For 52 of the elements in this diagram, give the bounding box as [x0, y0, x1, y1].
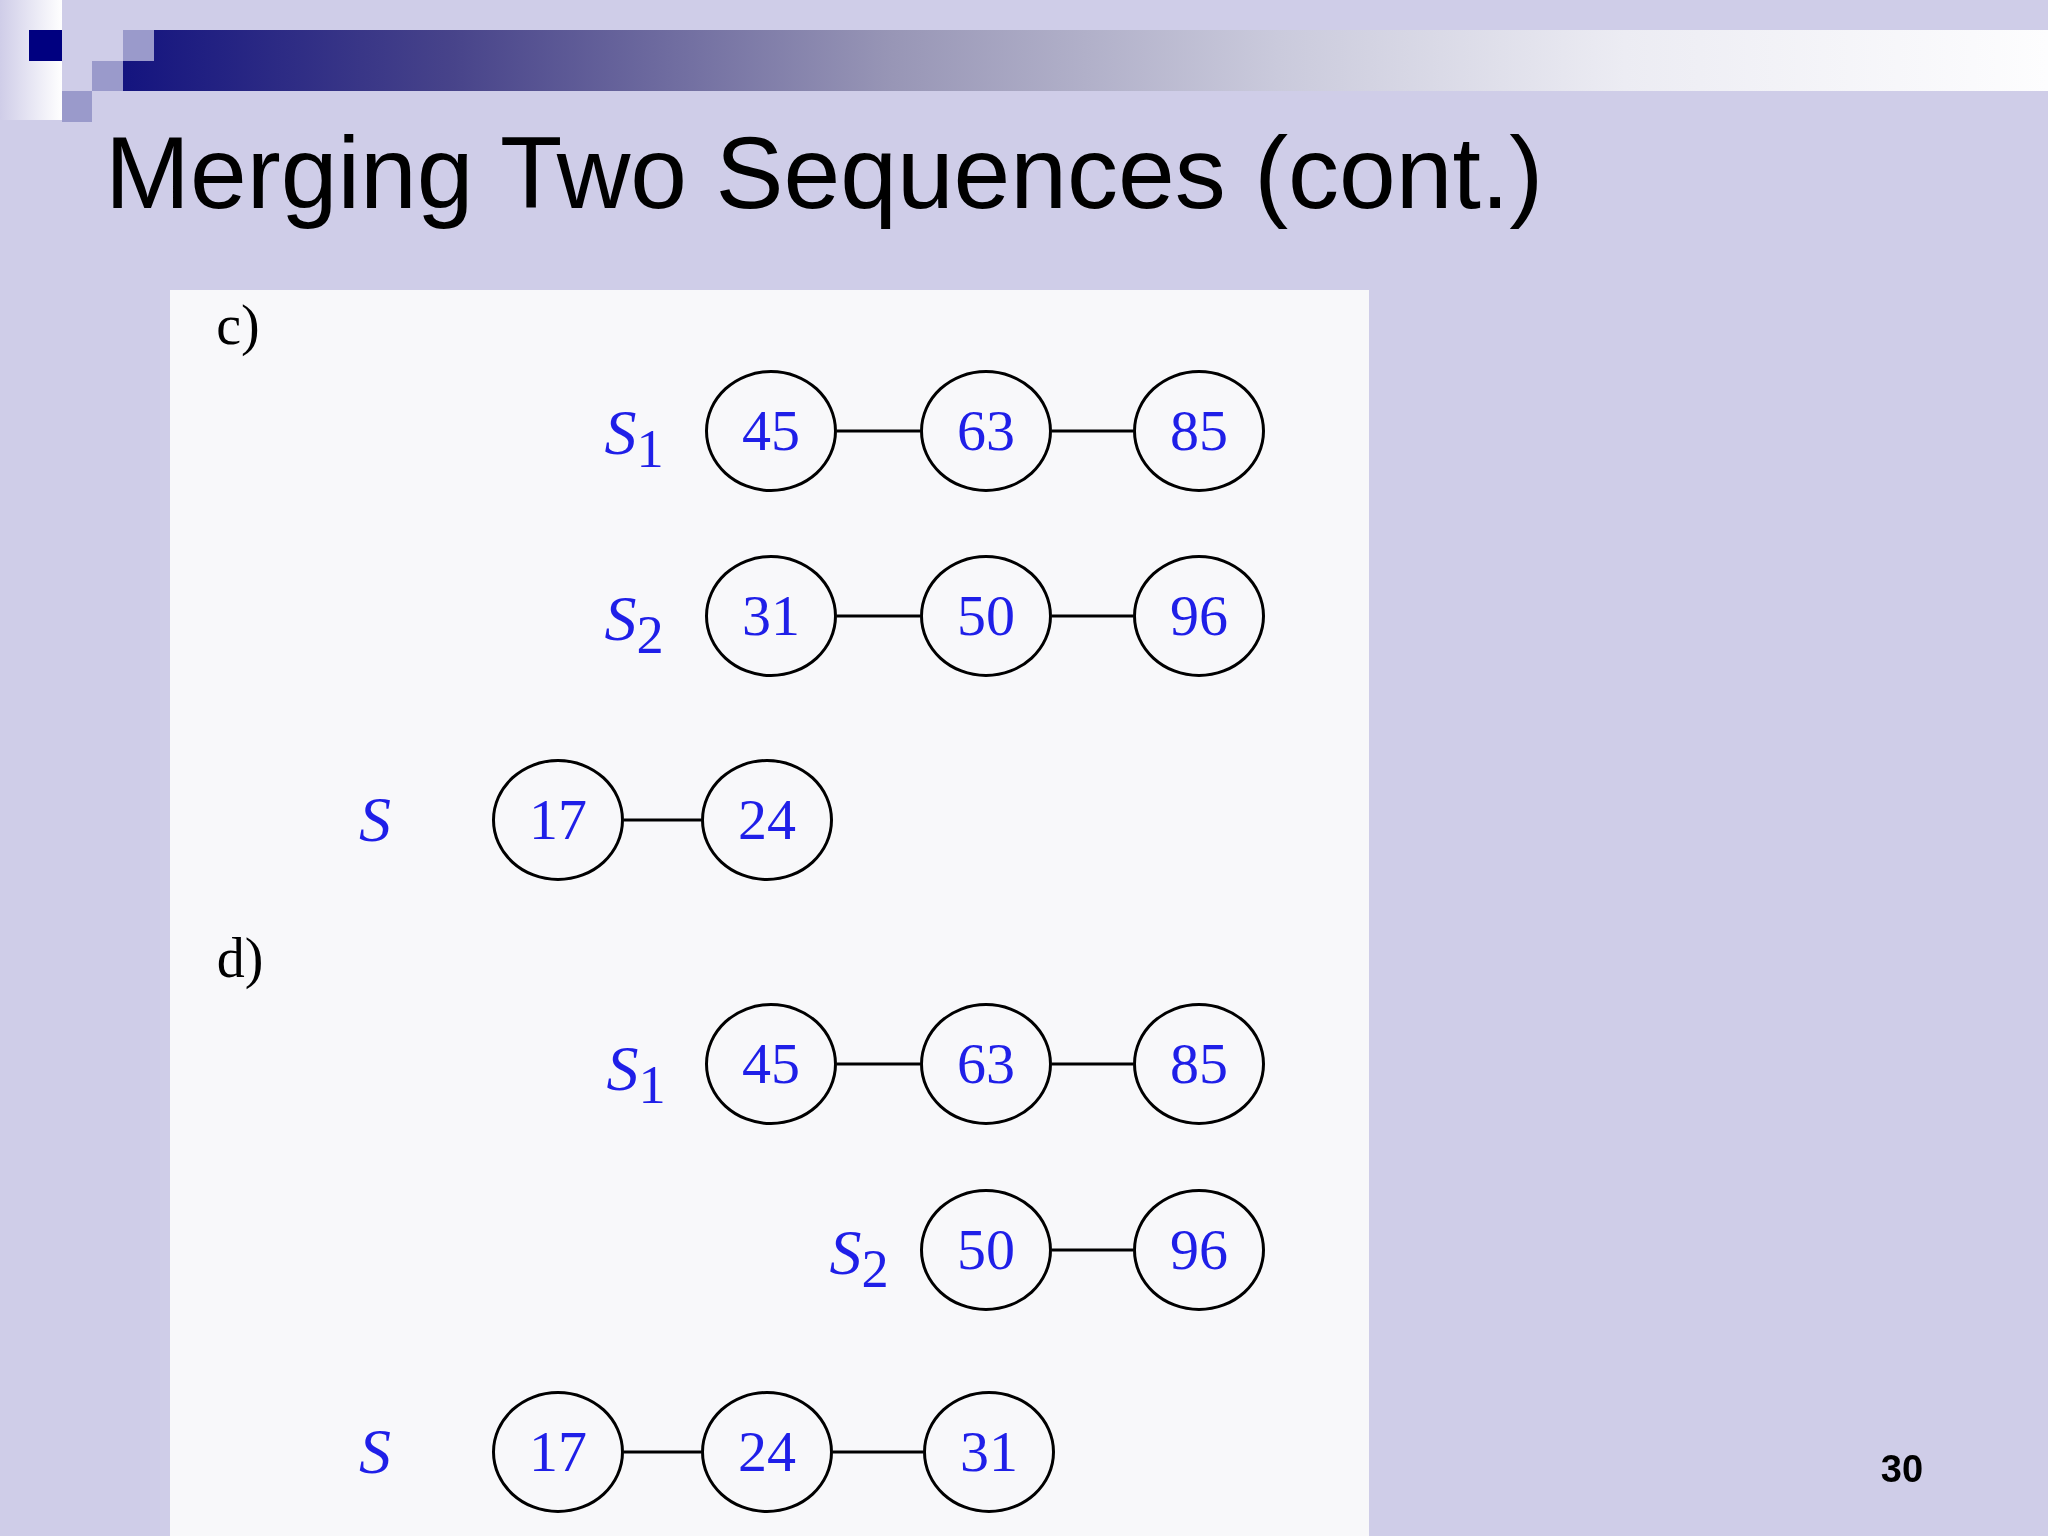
node-number: 50 [957, 582, 1015, 650]
panel-label: d) [216, 926, 264, 992]
node-number: 17 [529, 786, 587, 854]
node-number: 96 [1170, 582, 1228, 650]
node-number: 24 [738, 786, 796, 854]
list-node-circle [705, 555, 837, 677]
connector-line [837, 1062, 920, 1066]
list-node-circle [920, 1003, 1052, 1125]
node-number: 85 [1170, 397, 1228, 465]
node-number: 45 [742, 397, 800, 465]
node-number: 63 [957, 1030, 1015, 1098]
list-node-circle [920, 1189, 1052, 1311]
node-number: 96 [1170, 1216, 1228, 1284]
page-number: 30 [1880, 1447, 1924, 1493]
sequence-label: S$_{1}$ [603, 395, 665, 482]
slide-title: Merging Two Sequences (cont.) [105, 115, 1544, 232]
list-node-circle [705, 1003, 837, 1125]
list-node-circle [920, 555, 1052, 677]
list-node-circle [492, 1391, 624, 1513]
connector-line [833, 1450, 923, 1454]
list-node-circle [701, 1391, 833, 1513]
node-number: 31 [960, 1418, 1018, 1486]
node-number: 17 [529, 1418, 587, 1486]
connector-line [837, 429, 920, 433]
connector-line [1052, 1062, 1133, 1066]
list-node-circle [492, 759, 624, 881]
node-number: 85 [1170, 1030, 1228, 1098]
list-node-circle [1133, 370, 1265, 492]
connector-line [1052, 429, 1133, 433]
node-number: 63 [957, 397, 1015, 465]
panel-label: c) [216, 293, 260, 359]
connector-line [624, 1450, 701, 1454]
sequence-label: S$_{2}$ [603, 581, 665, 668]
connector-line [624, 818, 701, 822]
list-node-circle [1133, 1003, 1265, 1125]
node-number: 50 [957, 1216, 1015, 1284]
node-number: 31 [742, 582, 800, 650]
list-node-circle [923, 1391, 1055, 1513]
list-node-circle [701, 759, 833, 881]
list-node-circle [1133, 555, 1265, 677]
connector-line [1052, 614, 1133, 618]
node-number: 24 [738, 1418, 796, 1486]
node-number: 45 [742, 1030, 800, 1098]
list-node-circle [705, 370, 837, 492]
sequence-label: S [358, 783, 392, 858]
sequence-label: S$_{2}$ [828, 1215, 890, 1302]
list-node-circle [920, 370, 1052, 492]
connector-line [1052, 1248, 1133, 1252]
list-node-circle [1133, 1189, 1265, 1311]
sequence-label: S$_{1}$ [605, 1031, 667, 1118]
connector-line [837, 614, 920, 618]
sequence-label: S [358, 1415, 392, 1490]
